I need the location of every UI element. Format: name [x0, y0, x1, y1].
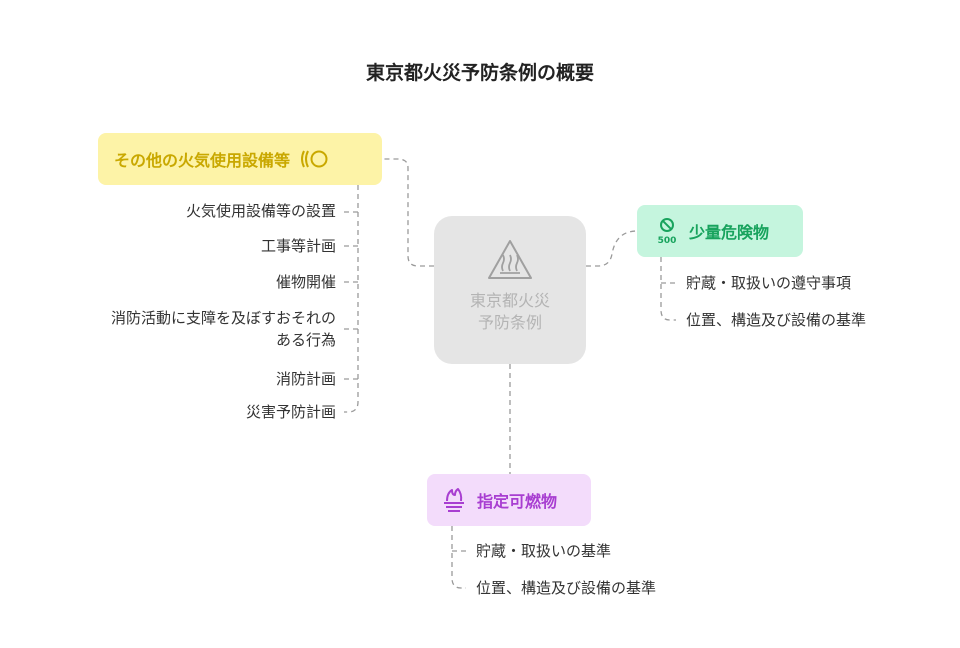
leaf-other-3: 催物開催: [275, 273, 336, 291]
branch-designated-label: 指定可燃物: [477, 492, 558, 511]
branch-other-equipment: その他の火気使用設備等: [98, 133, 382, 185]
leaf-other-4b: ある行為: [275, 331, 336, 349]
connector-other-spine: [344, 185, 358, 412]
icon-500-text: 500: [658, 236, 677, 245]
center-label-line-1: 東京都火災: [469, 291, 550, 310]
no-symbol-500-icon: 500: [658, 218, 677, 245]
center-label: 東京都火災 予防条例: [434, 290, 586, 334]
leaf-small-2: 位置、構造及び設備の基準: [686, 311, 867, 329]
heat-warning-icon: [486, 238, 534, 282]
connector-center-other: [382, 159, 434, 266]
fire-stack-icon: [441, 487, 467, 513]
center-node: 東京都火災 予防条例: [434, 216, 586, 364]
leaf-designated-2: 位置、構造及び設備の基準: [476, 579, 657, 597]
center-label-line-2: 予防条例: [477, 313, 542, 332]
connector-small-spine: [661, 257, 676, 320]
leaf-other-5: 消防計画: [275, 370, 336, 388]
leaf-other-2: 工事等計画: [260, 237, 336, 255]
leaf-other-4a: 消防活動に支障を及ぼすおそれの: [110, 309, 336, 327]
diagram-title: 東京都火災予防条例の概要: [365, 62, 594, 84]
branch-other-label: その他の火気使用設備等: [114, 151, 291, 170]
leaf-designated-1: 貯蔵・取扱いの基準: [476, 542, 612, 560]
connector-center-small: [586, 231, 637, 266]
connector-designated-spine: [452, 526, 466, 588]
branch-small-hazardous: 500 少量危険物: [637, 205, 803, 257]
branch-designated-combustibles: 指定可燃物: [427, 474, 591, 526]
heat-plate-icon: [298, 150, 328, 168]
leaf-small-1: 貯蔵・取扱いの遵守事項: [686, 274, 852, 292]
leaf-other-6: 災害予防計画: [245, 403, 336, 421]
leaf-other-1: 火気使用設備等の設置: [185, 202, 336, 220]
branch-small-label: 少量危険物: [689, 223, 770, 242]
